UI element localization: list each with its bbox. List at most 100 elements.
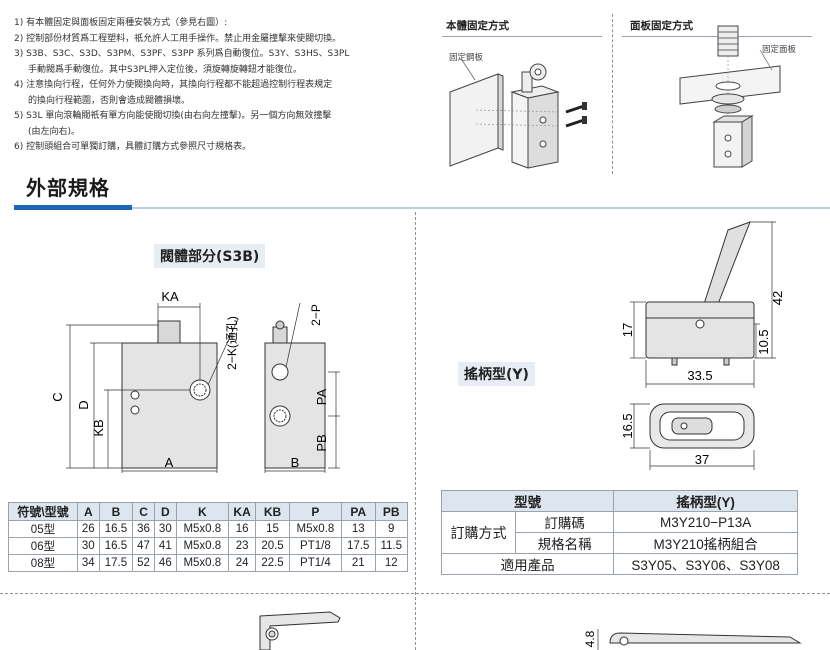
handle-order-table: 型號 搖柄型(Y) 訂購方式 訂購碼 M3Y210−P13A 規格名稱 M3Y2… <box>440 490 798 575</box>
order-method-label: 訂購方式 <box>441 511 516 554</box>
note-4-cont: 的換向行程範圍，否則會造成閥體損壞。 <box>28 95 191 106</box>
body-part-drawing: KA C D KB A 2−K(通孔) 2−P PA PB B <box>50 289 340 473</box>
table-cell: 34 <box>76 554 100 572</box>
table-cell: 52 <box>132 554 155 572</box>
fixed-panel-label: 固定面板 <box>762 45 797 55</box>
dim-37: 37 <box>695 452 709 467</box>
spec-name-value: M3Y210搖柄組合 <box>613 532 798 554</box>
dim-16-5: 16.5 <box>620 413 635 438</box>
partial-drawing-right: 4.8 <box>583 629 802 650</box>
dim-pb: PB <box>314 434 329 451</box>
body-part-title: 閥體部分(S3B) <box>154 244 266 268</box>
note-6: 6) 控制頭組合可單獨訂購，具體訂購方式參照尺寸規格表。 <box>14 142 252 152</box>
spec-header-cell: P <box>288 502 343 521</box>
body-mount-underline <box>442 36 602 37</box>
dim-d: D <box>76 400 91 409</box>
table-row: 08型 34 17.5 52 46 M5x0.8 24 22.5 PT1/4 2… <box>8 554 408 572</box>
dim-c: C <box>50 392 65 401</box>
note-4: 4) 注意換向行程，任何外力使閥換向時，其換向行程都不能超過控制行程表規定 <box>14 80 333 90</box>
note-5-cont: (由左向右)。 <box>28 126 81 137</box>
table-cell: 9 <box>374 520 408 538</box>
table-header-model: 型號 <box>440 490 615 512</box>
table-cell: 47 <box>132 537 155 555</box>
table-cell: 13 <box>341 520 376 538</box>
table-cell: 24 <box>227 554 257 572</box>
bottom-divider <box>0 593 830 594</box>
table-cell: 16.5 <box>98 537 134 555</box>
section-title: 外部規格 <box>26 176 110 200</box>
section-title-bar <box>14 205 132 210</box>
panel-mount-illustration <box>679 25 781 168</box>
note-1: 1) 有本體固定與面板固定兩種安裝方式（參見右圖）: <box>14 18 228 28</box>
dim-42: 42 <box>770 291 785 305</box>
note-3: 3) S3B、S3C、S3D、S3PM、S3PF、S3PP 系列爲自動復位。S3… <box>14 49 350 59</box>
table-cell: 17.5 <box>98 554 134 572</box>
applicable-label: 適用產品 <box>440 553 615 575</box>
table-cell: 08型 <box>8 554 78 572</box>
table-cell: 06型 <box>8 537 78 555</box>
note-2: 2) 控制部份材質爲工程塑料，祇允許人工用手操作。禁止用金屬撞擊來使閥切換。 <box>14 33 342 44</box>
spec-header-cell: A <box>76 502 100 521</box>
dim-17: 17 <box>620 323 635 337</box>
applicable-value: S3Y05、S3Y06、S3Y08 <box>613 553 798 575</box>
dim-kb: KB <box>91 419 106 436</box>
order-code-value: M3Y210−P13A <box>613 511 798 533</box>
note-5: 5) S3L 單向滾輪閥祇有單方向能使閥切換(由右向左撞擊)。另一個方向無效撞擊 <box>14 111 332 121</box>
spec-header-cell: D <box>153 502 177 521</box>
dim-10-5: 10.5 <box>756 329 771 354</box>
table-row: 06型 30 16.5 47 41 M5x0.8 23 20.5 PT1/8 1… <box>8 537 408 555</box>
table-header-handle-type: 搖柄型(Y) <box>613 490 798 512</box>
panel-mount-title: 面板固定方式 <box>630 20 693 32</box>
table-row: 適用產品 S3Y05、S3Y06、S3Y08 <box>440 553 798 575</box>
spec-header-cell: K <box>175 502 229 521</box>
note-3-cont: 手動閥爲手動復位。其中S3PL押入定位後，須旋轉旋轉鈕才能復位。 <box>28 64 302 75</box>
spec-header-cell: 符號\型號 <box>8 502 78 521</box>
spec-header-cell: KA <box>227 502 257 521</box>
dim-ka: KA <box>161 289 179 304</box>
table-cell: 22.5 <box>255 554 290 572</box>
table-cell: 26 <box>76 520 100 538</box>
table-cell: 46 <box>153 554 177 572</box>
installation-notes: 1) 有本體固定與面板固定兩種安裝方式（參見右圖）: 2) 控制部份材質爲工程塑… <box>14 16 434 156</box>
dim-a: A <box>165 455 174 470</box>
spec-header-cell: PA <box>341 502 376 521</box>
table-cell: 16 <box>227 520 257 538</box>
spec-table: 符號\型號 A B C D K KA KB P PA PB 05型 26 16.… <box>8 502 408 572</box>
table-cell: M5x0.8 <box>175 520 229 538</box>
dim-33-5: 33.5 <box>687 368 712 383</box>
fixed-steel-plate-label: 固定鋼板 <box>449 53 484 63</box>
mount-divider <box>612 14 613 174</box>
body-mount-illustration <box>449 60 587 169</box>
table-cell: M5x0.8 <box>175 537 229 555</box>
handle-type-drawing: 42 17 10.5 33.5 16.5 37 <box>620 221 785 470</box>
body-mount-title: 本體固定方式 <box>446 20 509 32</box>
order-code-label: 訂購碼 <box>514 511 615 533</box>
table-cell: 11.5 <box>374 537 408 555</box>
table-cell: 20.5 <box>255 537 290 555</box>
table-cell: 23 <box>227 537 257 555</box>
spec-header-cell: KB <box>255 502 290 521</box>
dim-p: 2−P <box>309 304 323 326</box>
table-cell: 12 <box>374 554 408 572</box>
table-cell: M5x0.8 <box>175 554 229 572</box>
dim-b: B <box>291 455 300 470</box>
table-cell: 05型 <box>8 520 78 538</box>
table-cell: 36 <box>132 520 155 538</box>
panel-mount-underline <box>622 36 812 37</box>
dim-pa: PA <box>314 388 329 405</box>
table-cell: 30 <box>76 537 100 555</box>
table-row: 05型 26 16.5 36 30 M5x0.8 16 15 M5x0.8 13… <box>8 520 408 538</box>
table-cell: PT1/8 <box>288 537 343 555</box>
table-cell: 21 <box>341 554 376 572</box>
partial-drawing-left <box>259 611 341 650</box>
handle-type-title: 搖柄型(Y) <box>458 362 535 386</box>
center-divider <box>415 212 416 650</box>
table-row: 型號 搖柄型(Y) <box>440 490 798 512</box>
table-row: 訂購方式 訂購碼 M3Y210−P13A <box>441 511 798 554</box>
table-cell: 16.5 <box>98 520 134 538</box>
table-cell: PT1/4 <box>288 554 343 572</box>
spec-table-header: 符號\型號 A B C D K KA KB P PA PB <box>8 502 408 521</box>
table-cell: 41 <box>153 537 177 555</box>
spec-header-cell: B <box>98 502 134 521</box>
table-cell: 15 <box>255 520 290 538</box>
